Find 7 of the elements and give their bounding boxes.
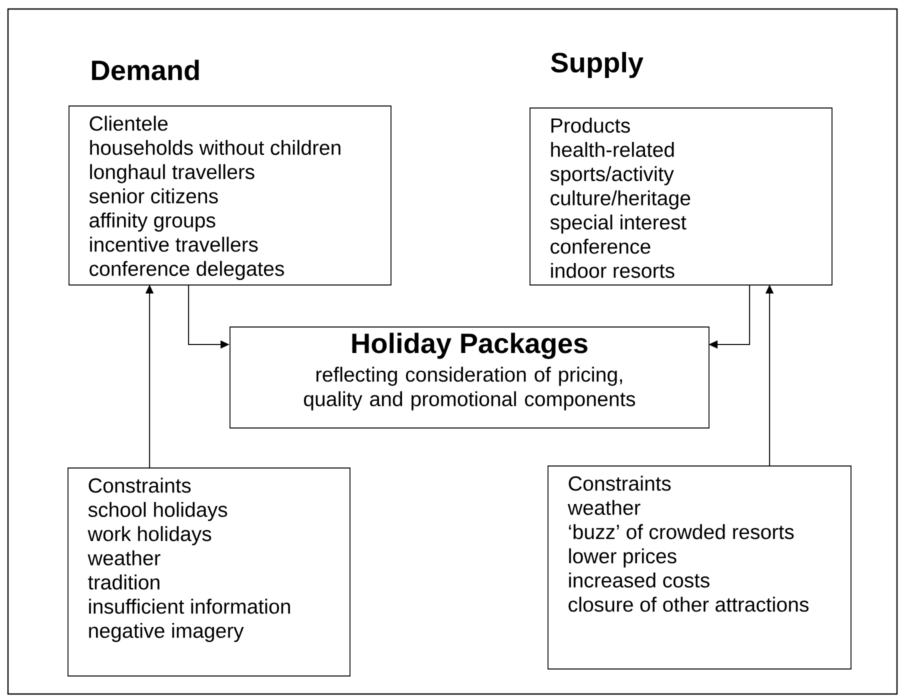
text-box: Constraints weather ‘buzz’ of crowded resorts lower prices increased costs closure of other attractions <box>548 466 852 670</box>
heading: Demand <box>92 60 199 80</box>
text-box: Products health-related sports/activity culture/heritage special interest conference indoor resorts <box>530 108 832 286</box>
text-box: Clientele households without children longhaul travellers senior citizens affinity groups incentive travellers conference delegates <box>68 106 392 286</box>
heading: Supply <box>551 52 644 78</box>
process-box: Holiday Packages reflecting consideration of pricing, quality and promotional components <box>230 326 710 428</box>
text-box: Constraints school holidays work holidays weather tradition insufficient information negative imagery <box>68 468 350 676</box>
